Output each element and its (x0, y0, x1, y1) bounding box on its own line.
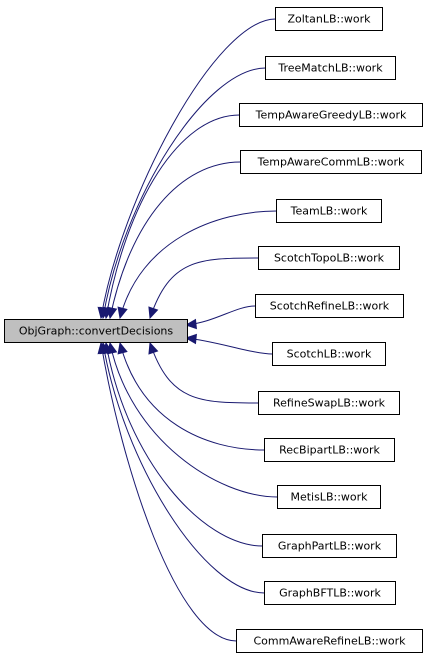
caller-node-box (275, 7, 383, 31)
nodes-layer: ObjGraph::convertDecisions ZoltanLB::wor… (4, 7, 423, 653)
edge-line (102, 342, 265, 594)
caller-node[interactable]: ScotchRefineLB::work (255, 294, 404, 318)
edge-line (119, 342, 265, 451)
caller-node-box (236, 629, 423, 653)
caller-node-label: TempAwareGreedyLB::work (255, 109, 407, 122)
caller-node-box (262, 534, 397, 558)
edge-arrowhead (184, 318, 197, 330)
caller-node[interactable]: ScotchLB::work (272, 342, 386, 366)
caller-node[interactable]: GraphPartLB::work (262, 534, 397, 558)
caller-node[interactable]: TreeMatchLB::work (265, 56, 396, 80)
edge-line (102, 67, 266, 319)
caller-node[interactable]: ZoltanLB::work (275, 7, 383, 31)
caller-node-label: GraphPartLB::work (278, 540, 382, 553)
caller-node-box (272, 342, 386, 366)
edge-line (119, 210, 277, 319)
caller-node-label: TreeMatchLB::work (277, 62, 383, 75)
caller-node-label: ScotchTopoLB::work (274, 252, 385, 265)
caller-node[interactable]: GraphBFTLB::work (264, 581, 396, 605)
edge-line (109, 161, 241, 319)
caller-node-box (264, 438, 395, 462)
caller-node-box (264, 581, 396, 605)
caller-node-label: RefineSwapLB::work (273, 397, 386, 410)
caller-node[interactable]: MetisLB::work (277, 485, 381, 509)
edge-line (185, 305, 256, 326)
caller-node-label: CommAwareRefineLB::work (254, 635, 407, 648)
edge-line (100, 342, 237, 642)
edge-line (185, 337, 273, 355)
edge-line (109, 342, 278, 498)
edges-layer (97, 18, 278, 642)
edge-arrowhead (117, 306, 128, 320)
caller-node-box (276, 199, 382, 223)
caller-node-label: ScotchLB::work (287, 348, 372, 361)
edge-arrowhead (184, 333, 197, 345)
caller-node[interactable]: CommAwareRefineLB::work (236, 629, 423, 653)
caller-node-label: RecBipartLB::work (279, 444, 380, 457)
edge-line (149, 257, 259, 319)
caller-node-box (265, 56, 396, 80)
caller-node[interactable]: TempAwareGreedyLB::work (239, 103, 423, 127)
root-node-label: ObjGraph::convertDecisions (19, 325, 174, 338)
caller-node-label: TeamLB::work (290, 205, 368, 218)
caller-node-box (240, 150, 422, 174)
caller-node[interactable]: RefineSwapLB::work (258, 391, 400, 415)
caller-node-label: TempAwareCommLB::work (257, 156, 405, 169)
caller-node-label: ScotchRefineLB::work (270, 300, 390, 313)
edge-arrowhead (148, 341, 159, 355)
root-node[interactable]: ObjGraph::convertDecisions (4, 319, 188, 343)
edge-line (149, 342, 259, 404)
caller-node-label: MetisLB::work (290, 491, 368, 504)
caller-node-box (258, 246, 400, 270)
root-node-box (4, 319, 188, 343)
caller-node[interactable]: RecBipartLB::work (264, 438, 395, 462)
edge-line (105, 342, 263, 547)
edge-arrowhead (117, 341, 128, 355)
edge-arrowhead (106, 306, 118, 320)
caller-node-box (258, 391, 400, 415)
edge-line (105, 114, 240, 319)
edge-arrowhead (97, 341, 108, 355)
caller-node-box (239, 103, 423, 127)
caller-node-box (277, 485, 381, 509)
edge-line (100, 18, 276, 319)
edge-arrowhead (148, 306, 159, 320)
caller-node[interactable]: TeamLB::work (276, 199, 382, 223)
caller-node[interactable]: TempAwareCommLB::work (240, 150, 422, 174)
caller-node[interactable]: ScotchTopoLB::work (258, 246, 400, 270)
caller-node-box (255, 294, 404, 318)
caller-node-label: ZoltanLB::work (287, 13, 371, 26)
caller-node-label: GraphBFTLB::work (279, 587, 381, 600)
